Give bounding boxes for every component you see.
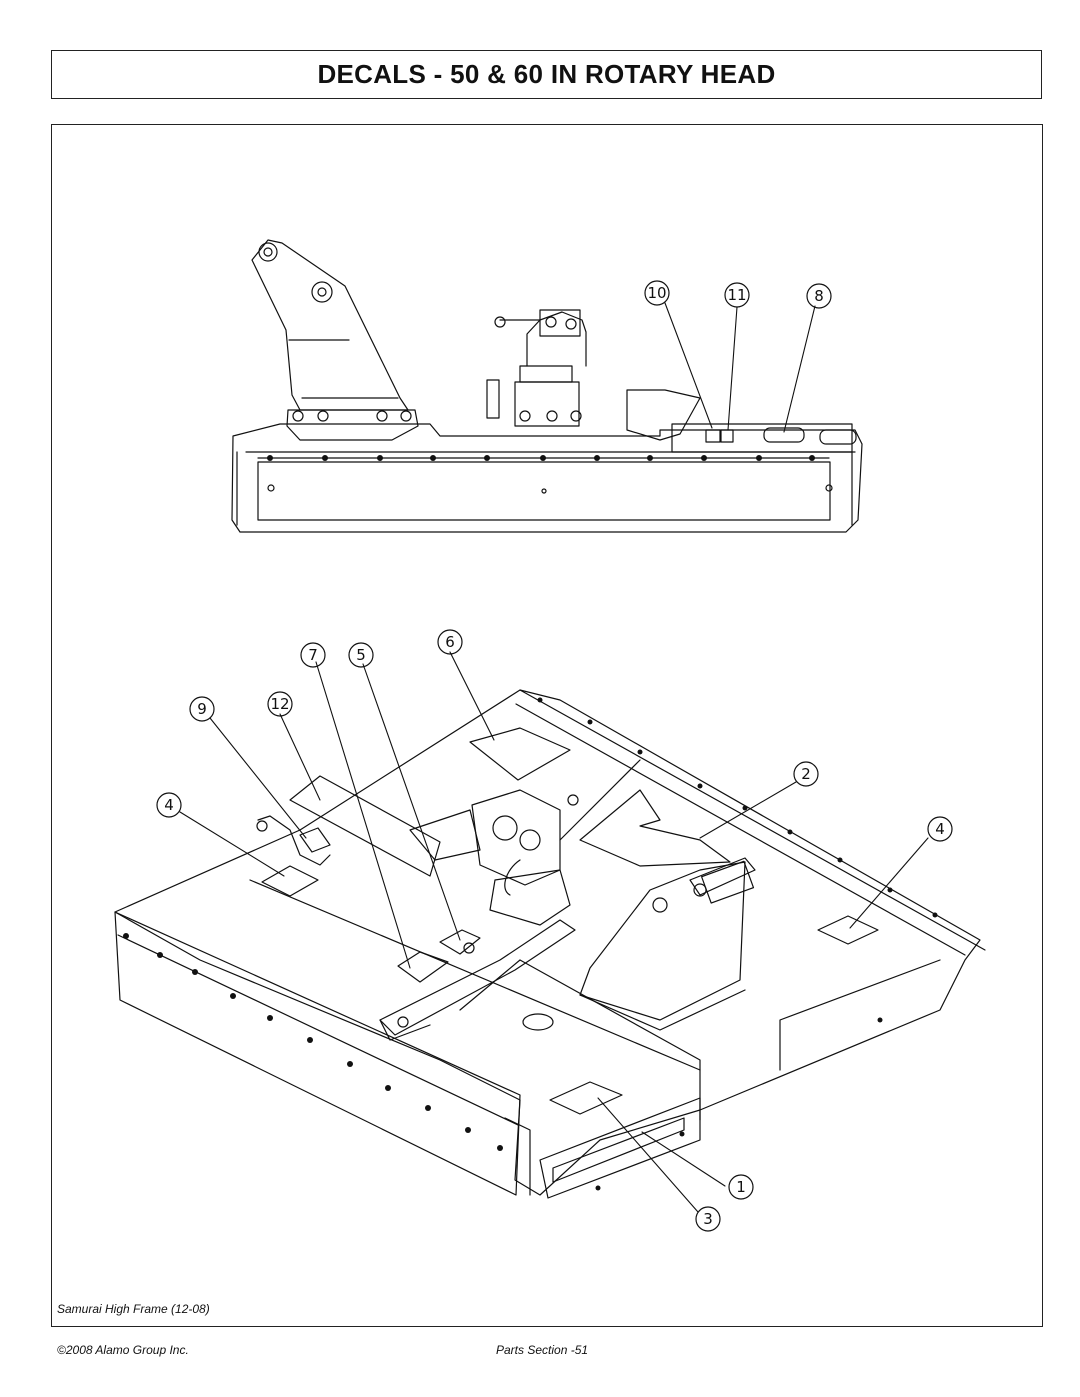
side-view-mast — [251, 239, 409, 411]
callout-4-left: 4 — [156, 792, 182, 818]
callout-10: 10 — [644, 280, 670, 306]
decal-12b — [409, 809, 481, 861]
decal-7 — [397, 951, 449, 983]
callout-1: 1 — [728, 1174, 754, 1200]
decal-12 — [289, 775, 441, 877]
svg-text:11: 11 — [727, 286, 746, 304]
side-skirt — [257, 461, 831, 521]
decal-10-side — [705, 429, 721, 443]
decal-3 — [549, 1081, 623, 1115]
mast-pivot-top — [258, 242, 278, 262]
callout-4-right: 4 — [927, 816, 953, 842]
decal-1 — [552, 1117, 685, 1183]
svg-text:12: 12 — [270, 695, 289, 713]
svg-text:2: 2 — [801, 765, 811, 783]
callout-3: 3 — [695, 1206, 721, 1232]
side-view — [231, 239, 863, 533]
title-box: DECALS - 50 & 60 IN ROTARY HEAD — [51, 50, 1042, 99]
svg-text:9: 9 — [197, 700, 207, 718]
iso-view — [0, 0, 986, 1199]
mast-pivot-mid — [311, 281, 333, 303]
callout-9: 9 — [189, 696, 215, 722]
iso-gearbox — [471, 789, 561, 886]
iso-mast — [579, 861, 746, 1021]
svg-text:6: 6 — [445, 633, 455, 651]
callout-5: 5 — [348, 642, 374, 668]
deck-side-profile — [231, 423, 863, 533]
svg-text:7: 7 — [308, 646, 318, 664]
decal-4-right — [817, 915, 879, 945]
svg-text:1: 1 — [736, 1178, 746, 1196]
callout-8: 8 — [806, 283, 832, 309]
callout-6: 6 — [437, 629, 463, 655]
svg-text:4: 4 — [164, 796, 174, 814]
callout-2: 2 — [793, 761, 819, 787]
callout-12: 12 — [267, 691, 293, 717]
footer-copyright: ©2008 Alamo Group Inc. — [57, 1343, 189, 1357]
svg-text:8: 8 — [814, 287, 824, 305]
frame-caption: Samurai High Frame (12-08) — [57, 1302, 210, 1316]
callout-11: 11 — [724, 282, 750, 308]
decal-6 — [469, 727, 571, 781]
leader-lines — [179, 302, 929, 1213]
decal-4-left — [261, 865, 319, 897]
callouts: 10 11 8 7 5 6 9 12 2 4 4 1 3 — [156, 280, 953, 1232]
decal-5 — [439, 929, 481, 955]
decal-8-side — [763, 427, 805, 443]
svg-text:10: 10 — [647, 284, 666, 302]
svg-text:4: 4 — [935, 820, 945, 838]
decal-11-side — [720, 429, 734, 443]
gearbox — [514, 381, 580, 427]
footer-page-number: Parts Section -51 — [496, 1343, 589, 1357]
page-title: DECALS - 50 & 60 IN ROTARY HEAD — [317, 59, 776, 89]
svg-text:5: 5 — [356, 646, 366, 664]
decal-9 — [299, 827, 331, 853]
svg-text:3: 3 — [703, 1210, 713, 1228]
decal-1-panel — [0, 0, 1, 1]
iso-front-skirt — [114, 911, 521, 1196]
decal-2 — [579, 789, 731, 867]
diagram-frame — [51, 124, 1043, 1327]
iso-cylinder — [379, 919, 576, 1036]
callout-7: 7 — [300, 642, 326, 668]
